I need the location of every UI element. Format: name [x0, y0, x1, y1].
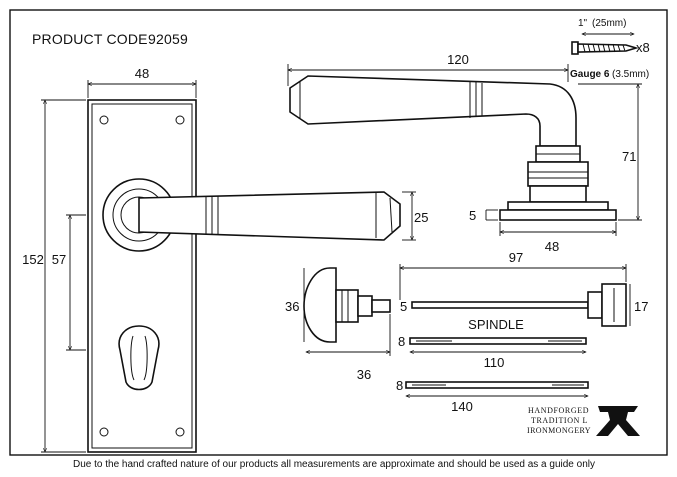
rose-diameter-label: 48: [545, 239, 559, 254]
spindle-collar: [587, 291, 603, 319]
thumbturn-width-label: 36: [357, 367, 371, 382]
bar-140-view: 8 140: [396, 378, 589, 414]
screw-thread: [582, 43, 626, 53]
screw-quantity: x8: [636, 40, 650, 55]
backplate-height-label: 152: [22, 252, 44, 267]
screw-hole-bottom-left: [99, 427, 109, 437]
spindle-title: SPINDLE: [468, 317, 524, 332]
bar-140-thickness-label: 8: [396, 378, 403, 393]
anvil-icon: [596, 406, 640, 436]
brand-line-2: TRADITION L: [531, 416, 588, 425]
thumbturn-side-view: 36 36: [285, 267, 391, 382]
sheet-border: [9, 9, 668, 456]
thumbturn-escutcheon: [118, 325, 160, 391]
thumbturn-collar: [335, 289, 359, 323]
screw-spec: 1" (25mm) x8 Gauge 6 (3.5mm): [570, 18, 650, 80]
lever-length-label: 120: [447, 52, 469, 67]
rose-thickness-label: 5: [469, 208, 476, 223]
thumbturn-grip: [130, 335, 148, 381]
screw-gauge-mm: (3.5mm): [612, 69, 649, 80]
product-code-label: PRODUCT CODE: [32, 31, 148, 47]
product-code-number: 92059: [148, 31, 188, 47]
bar-110-view: 8 110: [398, 334, 587, 370]
lever-tip-facet: [389, 197, 393, 233]
thumbturn-grip-side: [303, 267, 337, 343]
lever-side-profile: [289, 75, 577, 147]
bar-110-length-label: 110: [484, 355, 505, 370]
keyhole-centres-label: 57: [52, 252, 66, 267]
screw-gauge: Gauge 6: [570, 69, 610, 80]
brand-line-1: HANDFORGED: [528, 406, 589, 415]
backplate-width-label: 48: [135, 66, 149, 81]
spindle-square-label: 17: [634, 299, 648, 314]
rose-plate-top: [507, 201, 609, 211]
screw-shank: [577, 43, 639, 53]
spindle-length-label: 97: [509, 250, 523, 265]
brand-line-3: IRONMONGERY: [527, 426, 591, 435]
spindle-rod: [411, 301, 589, 309]
lever-neck-body: [527, 161, 589, 187]
backplate-height-label-bg: [22, 250, 44, 268]
thumbturn-height-label: 36: [285, 299, 299, 314]
screw-hole-top-right: [175, 115, 185, 125]
footer-disclaimer: Due to the hand crafted nature of our pr…: [73, 459, 595, 470]
lever-projection-label: 71: [622, 149, 636, 164]
brand-logo: HANDFORGED TRADITION L IRONMONGERY: [527, 406, 640, 436]
rose-plate-bottom: [499, 209, 617, 221]
lever-neck-base: [529, 185, 587, 203]
thumbturn-spindle-stub: [371, 299, 391, 313]
thumbturn-neck: [357, 295, 373, 317]
spindle-view: 97 5 17 SPINDLE: [399, 250, 648, 332]
lever-arm-front: [138, 191, 401, 241]
backplate-bevel: [91, 103, 193, 449]
screw-hole-bottom-right: [175, 427, 185, 437]
backplate-view: 48 152 57 25: [22, 66, 428, 453]
screw-hole-top-left: [99, 115, 109, 125]
bar-140-outline: [405, 381, 589, 389]
bar-110-thickness-label: 8: [398, 334, 405, 349]
screw-length-mm: (25mm): [592, 18, 626, 29]
lever-side-view: 120 71 5 48: [287, 52, 642, 254]
screw-head: [571, 41, 579, 55]
backplate-outline: [87, 99, 197, 453]
grip-depth-label: 25: [414, 210, 428, 225]
bar-110-outline: [409, 337, 587, 345]
bar-140-length-label: 140: [451, 399, 473, 414]
screw-length-inch: 1": [578, 18, 588, 29]
spindle-thread-label: 5: [400, 299, 407, 314]
